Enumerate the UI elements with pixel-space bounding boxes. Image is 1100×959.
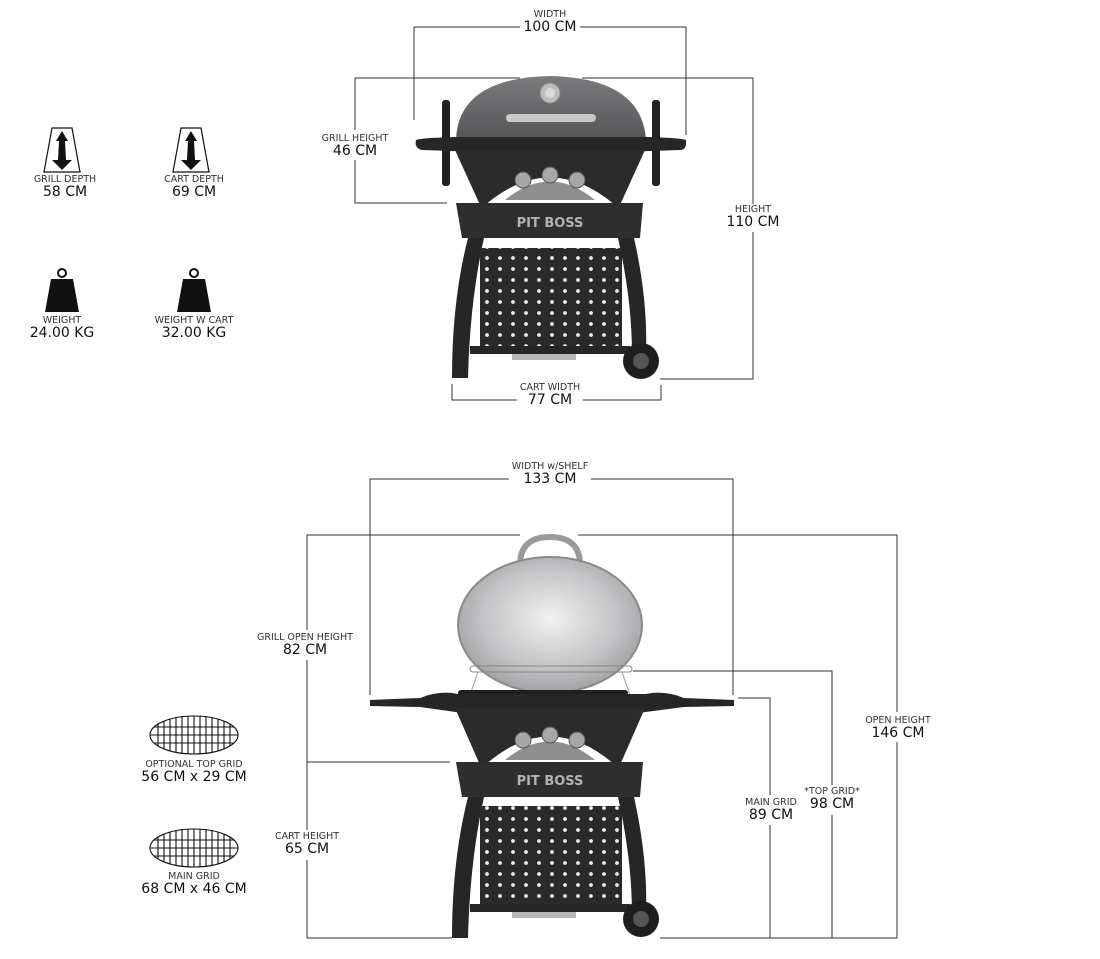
width-value: 100 CM bbox=[523, 18, 577, 35]
width-shelf-value: 133 CM bbox=[523, 470, 577, 487]
spec-value: 24.00 KG bbox=[29, 325, 95, 342]
width-shelf-label: WIDTH w/SHELF 133 CM bbox=[508, 461, 592, 487]
spec-value: 58 CM bbox=[42, 184, 88, 201]
closed-brand-logo: PIT BOSS bbox=[517, 216, 584, 231]
open-height-caption: OPEN HEIGHT bbox=[865, 715, 931, 726]
top-grid-icon bbox=[149, 715, 239, 755]
main-grid-height-caption: MAIN GRID bbox=[745, 797, 797, 808]
depth-arrow-icon bbox=[43, 127, 81, 173]
cart-width-label: CART WIDTH 77 CM bbox=[516, 382, 584, 408]
spec-caption: OPTIONAL TOP GRID bbox=[145, 759, 243, 770]
spec-grill-depth: GRILL DEPTH 58 CM bbox=[0, 174, 130, 201]
spec-caption: MAIN GRID bbox=[168, 871, 220, 882]
spec-caption: WEIGHT bbox=[42, 315, 82, 326]
spec-value: 32.00 KG bbox=[161, 325, 227, 342]
spec-weight: WEIGHT 24.00 KG bbox=[0, 315, 127, 342]
cart-height-label: CART HEIGHT 65 CM bbox=[271, 831, 343, 857]
grill-height-label: GRILL HEIGHT 46 CM bbox=[318, 133, 392, 159]
closed-dimension-lines bbox=[354, 26, 754, 401]
cart-width-value: 77 CM bbox=[527, 391, 573, 408]
depth-arrow-icon bbox=[172, 127, 210, 173]
main-grid-height-value: 89 CM bbox=[748, 806, 794, 823]
grill-height-value: 46 CM bbox=[332, 142, 378, 159]
open-brand-logo: PIT BOSS bbox=[517, 774, 584, 789]
open-height-value: 146 CM bbox=[871, 724, 925, 741]
spec-optional-top-grid: OPTIONAL TOP GRID 56 CM x 29 CM bbox=[129, 759, 259, 786]
width-shelf-caption: WIDTH w/SHELF bbox=[511, 461, 589, 472]
open-dimension-lines bbox=[306, 478, 898, 939]
spec-value: 69 CM bbox=[171, 184, 217, 201]
height-caption: HEIGHT bbox=[734, 204, 772, 215]
spec-caption: GRILL DEPTH bbox=[33, 174, 97, 185]
spec-caption: CART DEPTH bbox=[164, 174, 224, 185]
cart-height-value: 65 CM bbox=[284, 840, 330, 857]
closed-grill-illustration bbox=[415, 76, 687, 379]
weight-icon bbox=[45, 268, 79, 312]
grill-open-height-caption: GRILL OPEN HEIGHT bbox=[257, 632, 353, 643]
weight-icon bbox=[177, 268, 211, 312]
cart-width-caption: CART WIDTH bbox=[519, 382, 581, 393]
top-grid-height-label: *TOP GRID* 98 CM bbox=[801, 787, 863, 812]
main-grid-icon bbox=[149, 828, 239, 868]
main-grid-height-label: MAIN GRID 89 CM bbox=[742, 798, 800, 823]
open-height-label: OPEN HEIGHT 146 CM bbox=[862, 716, 934, 741]
top-grid-height-caption: *TOP GRID* bbox=[804, 786, 860, 797]
width-caption: WIDTH bbox=[533, 9, 567, 20]
spec-cart-depth: CART DEPTH 69 CM bbox=[129, 174, 259, 201]
cart-height-caption: CART HEIGHT bbox=[274, 831, 340, 842]
spec-value: 56 CM x 29 CM bbox=[141, 769, 247, 786]
height-value: 110 CM bbox=[726, 213, 780, 230]
grill-open-height-label: GRILL OPEN HEIGHT 82 CM bbox=[254, 633, 356, 658]
spec-caption: WEIGHT W CART bbox=[154, 315, 234, 326]
open-grill-illustration bbox=[370, 533, 734, 938]
top-grid-height-value: 98 CM bbox=[809, 795, 855, 812]
spec-weight-with-cart: WEIGHT W CART 32.00 KG bbox=[129, 315, 259, 342]
width-label: WIDTH 100 CM bbox=[520, 9, 580, 35]
grill-height-caption: GRILL HEIGHT bbox=[321, 133, 389, 144]
grill-open-height-value: 82 CM bbox=[282, 641, 328, 658]
spec-main-grid: MAIN GRID 68 CM x 46 CM bbox=[129, 871, 259, 898]
height-label: HEIGHT 110 CM bbox=[723, 204, 783, 230]
spec-value: 68 CM x 46 CM bbox=[141, 881, 247, 898]
